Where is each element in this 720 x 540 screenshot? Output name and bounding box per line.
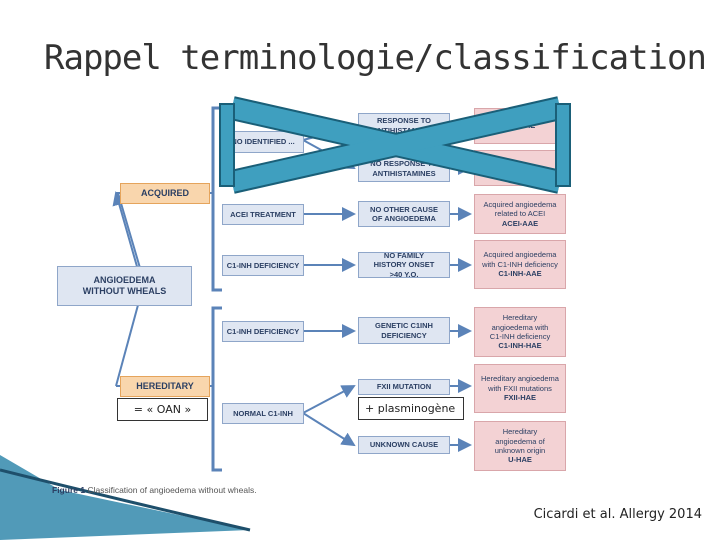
outcome-c1inh-hae-code: C1-INH-HAE (498, 341, 542, 351)
acquired-box: ACQUIRED (120, 183, 210, 204)
outcome-fxii-hae: Hereditary angioedema with FXII mutation… (474, 364, 566, 413)
outcome-c1inh-hae-desc: Hereditary angioedema with C1-INH defici… (489, 313, 551, 341)
arrow-normal-unknown (302, 412, 356, 447)
decorative-swoosh (0, 455, 250, 540)
unknown-cause-box: UNKNOWN CAUSE (358, 436, 450, 454)
hereditary-box: HEREDITARY (120, 376, 210, 397)
oan-note: = « OAN » (117, 398, 208, 421)
c1inh-def-acquired-box: C1-INH DEFICIENCY (222, 255, 304, 276)
outcome-acei-aae-desc: Acquired angioedema related to ACEI (483, 199, 557, 219)
outcome-acei-aae: Acquired angioedema related to ACEI ACEI… (474, 194, 566, 234)
fxii-mutation-box: FXII MUTATION (358, 379, 450, 395)
slide-title: Rappel terminologie/classification (44, 38, 707, 78)
no-family-history-box: NO FAMILY HISTORY ONSET >40 Y.O. (358, 251, 450, 279)
outcome-acei-aae-code: ACEI-AAE (501, 218, 539, 228)
outcome-u-hae: Hereditary angioedema of unknown origin … (474, 421, 566, 471)
hereditary-brace (211, 306, 222, 472)
arrow-normal-fxii (302, 385, 356, 414)
genetic-c1inh-box: GENETIC C1INH DEFICIENCY (358, 317, 450, 344)
arrow-root-acquired (112, 191, 139, 271)
outcome-u-hae-code: U-HAE (508, 455, 532, 465)
outcome-fxii-hae-code: FXII-HAE (503, 393, 537, 403)
figure-caption-text: Classification of angioedema without whe… (87, 485, 257, 495)
c1inh-def-hereditary-box: C1-INH DEFICIENCY (222, 321, 304, 342)
plasminogen-note: + plasminogène (358, 397, 464, 420)
normal-c1inh-box: NORMAL C1-INH (222, 403, 304, 424)
acquired-brace (211, 106, 222, 292)
figure-caption-label: Figure 1 (52, 485, 86, 495)
outcome-c1inh-aae: Acquired angioedema with C1-INH deficien… (474, 240, 566, 289)
outcome-u-hae-desc: Hereditary angioedema of unknown origin (494, 427, 546, 455)
root-box: ANGIOEDEMA WITHOUT WHEALS (57, 266, 192, 306)
outcome-fxii-hae-desc: Hereditary angioedema with FXII mutation… (481, 374, 559, 393)
outcome-c1inh-aae-code: C1-INH-AAE (498, 269, 542, 279)
no-other-cause-box: NO OTHER CAUSE OF ANGIOEDEMA (358, 201, 450, 227)
outcome-c1inh-aae-desc: Acquired angioedema with C1-INH deficien… (482, 250, 558, 269)
acei-treatment-box: ACEI TREATMENT (222, 204, 304, 225)
arrow-root-hereditary (115, 304, 139, 387)
outcome-c1inh-hae: Hereditary angioedema with C1-INH defici… (474, 307, 566, 357)
decorative-swoosh-line (0, 468, 251, 532)
citation: Cicardi et al. Allergy 2014 (533, 507, 702, 522)
figure-caption: Figure 1 Classification of angioedema wi… (52, 485, 257, 495)
